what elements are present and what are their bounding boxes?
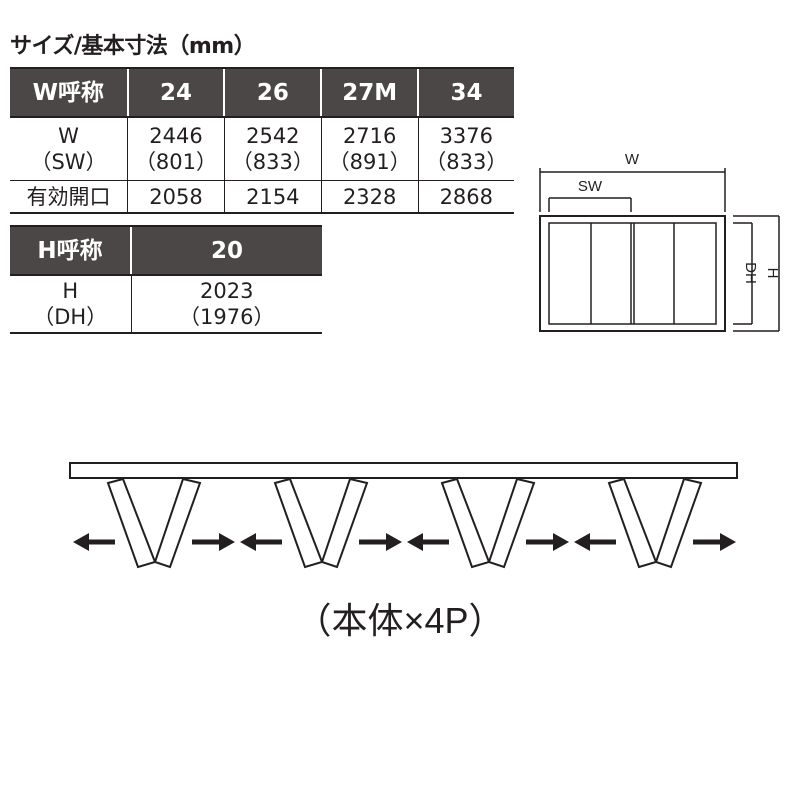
open-arrow-left-head [407, 533, 423, 551]
cell: 2716（891） [320, 117, 419, 181]
cell-w: 2716 [342, 124, 397, 148]
folding-panel-right [320, 477, 369, 569]
door-frame-top [69, 462, 738, 479]
open-arrow-left-head [574, 533, 590, 551]
folding-panel-right [487, 477, 536, 569]
page-title: サイズ/基本寸法（mm） [10, 34, 256, 59]
folding-panel-left [607, 477, 658, 569]
open-arrow-left-head [73, 533, 89, 551]
height-size-table: H呼称 20 H（DH） 2023（1976） [10, 225, 322, 334]
table-row: H（DH） 2023（1976） [10, 275, 322, 334]
cell: 2328 [320, 180, 419, 214]
w-label: W [625, 151, 640, 168]
cell-sw: （833） [231, 150, 314, 174]
cell: 2023（1976） [130, 275, 322, 334]
cell: 2058 [127, 180, 225, 214]
header-24: 24 [126, 67, 225, 118]
cell-w: 2542 [246, 124, 300, 148]
table-row: W（SW） 2446（801） 2542（833） 2716（891） 3376… [10, 117, 514, 181]
cell: 2868 [417, 180, 514, 214]
cell: 2154 [223, 180, 322, 214]
cell: 3376（833） [417, 117, 514, 181]
table-header-row: H呼称 20 [10, 225, 322, 276]
plan-diagram [69, 462, 738, 569]
row-label-opening: 有効開口 [10, 180, 128, 214]
door-frame [539, 215, 726, 332]
cell-sw: （891） [328, 150, 411, 174]
open-arrow-left-head [240, 533, 256, 551]
open-arrow-right-head [219, 533, 235, 551]
table-header-row: W呼称 24 26 27M 34 [10, 67, 514, 118]
sw-label: SW [578, 178, 603, 195]
row-label-h: H（DH） [10, 275, 131, 334]
elevation-diagram [539, 168, 780, 332]
folding-panel-right [654, 477, 703, 569]
folding-panel-left [440, 477, 491, 569]
cell: 2446（801） [127, 117, 225, 181]
label-w: W [58, 124, 79, 148]
header-26: 26 [223, 67, 322, 118]
cell-w: 3376 [439, 124, 494, 148]
row-label-w: W（SW） [10, 117, 128, 181]
header-20: 20 [130, 225, 322, 276]
dh-label: DH [742, 262, 759, 284]
folding-panel-left [273, 477, 324, 569]
header-w-nominal: W呼称 [10, 67, 128, 118]
header-34: 34 [417, 67, 514, 118]
cell-sw: （801） [134, 150, 218, 174]
cell-dh: （1976） [179, 305, 275, 329]
header-h-nominal: H呼称 [10, 225, 131, 276]
width-size-table: W呼称 24 26 27M 34 W（SW） 2446（801） 2542（83… [10, 67, 514, 214]
label-h: H [62, 279, 79, 303]
open-arrow-right-head [386, 533, 402, 551]
door-opening [548, 222, 717, 325]
label-dh: （DH） [33, 305, 108, 329]
folding-panel-right [153, 477, 202, 569]
open-arrow-right-head [553, 533, 569, 551]
cell: 2542（833） [223, 117, 322, 181]
label-sw: （SW） [30, 150, 107, 174]
cell-h: 2023 [200, 279, 254, 303]
open-arrow-right-head [720, 533, 736, 551]
table-row: 有効開口 2058 2154 2328 2868 [10, 180, 514, 214]
h-label: H [764, 268, 781, 279]
header-27m: 27M [320, 67, 419, 118]
cell-w: 2446 [149, 124, 203, 148]
cell-sw: （833） [425, 150, 508, 174]
folding-panel-left [106, 477, 157, 569]
plan-caption: （本体×4P） [295, 600, 505, 641]
